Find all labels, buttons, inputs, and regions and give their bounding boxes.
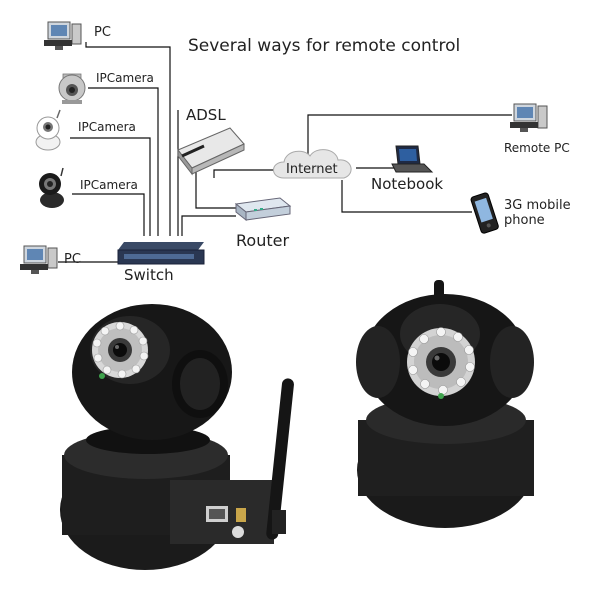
camera-photo-left xyxy=(60,304,294,570)
ipcamera-1-icon xyxy=(58,73,86,104)
adsl-icon xyxy=(177,127,245,176)
mobile-phone-icon xyxy=(470,192,499,234)
label-notebook: Notebook xyxy=(371,175,444,193)
label-router: Router xyxy=(236,231,290,250)
label-ipcamera-2: IPCamera xyxy=(78,120,136,134)
label-switch: Switch xyxy=(124,266,174,284)
label-adsl: ADSL xyxy=(186,106,226,124)
label-ipcamera-1: IPCamera xyxy=(96,71,154,85)
label-internet: Internet xyxy=(286,162,338,177)
switch-icon xyxy=(117,242,205,265)
remote-pc-icon xyxy=(510,103,548,132)
camera-photo-right xyxy=(356,280,534,528)
diagram-title: Several ways for remote control xyxy=(188,36,461,56)
connection-lines xyxy=(58,42,512,263)
router-icon xyxy=(234,197,292,222)
ipcamera-3-icon xyxy=(39,167,64,208)
internet-cloud-icon xyxy=(273,149,352,179)
label-ipcamera-3: IPCamera xyxy=(80,178,138,192)
label-pc-bottom: PC xyxy=(64,252,81,267)
label-mobile-line1: 3G mobile xyxy=(504,198,571,213)
label-remote-pc: Remote PC xyxy=(504,141,570,155)
ipcamera-2-icon xyxy=(35,109,61,151)
notebook-icon xyxy=(391,145,434,173)
pc-bottom-icon xyxy=(20,245,58,274)
label-mobile-line2: phone xyxy=(504,213,545,228)
pc-top-icon xyxy=(44,21,82,50)
label-pc-top: PC xyxy=(94,25,111,40)
